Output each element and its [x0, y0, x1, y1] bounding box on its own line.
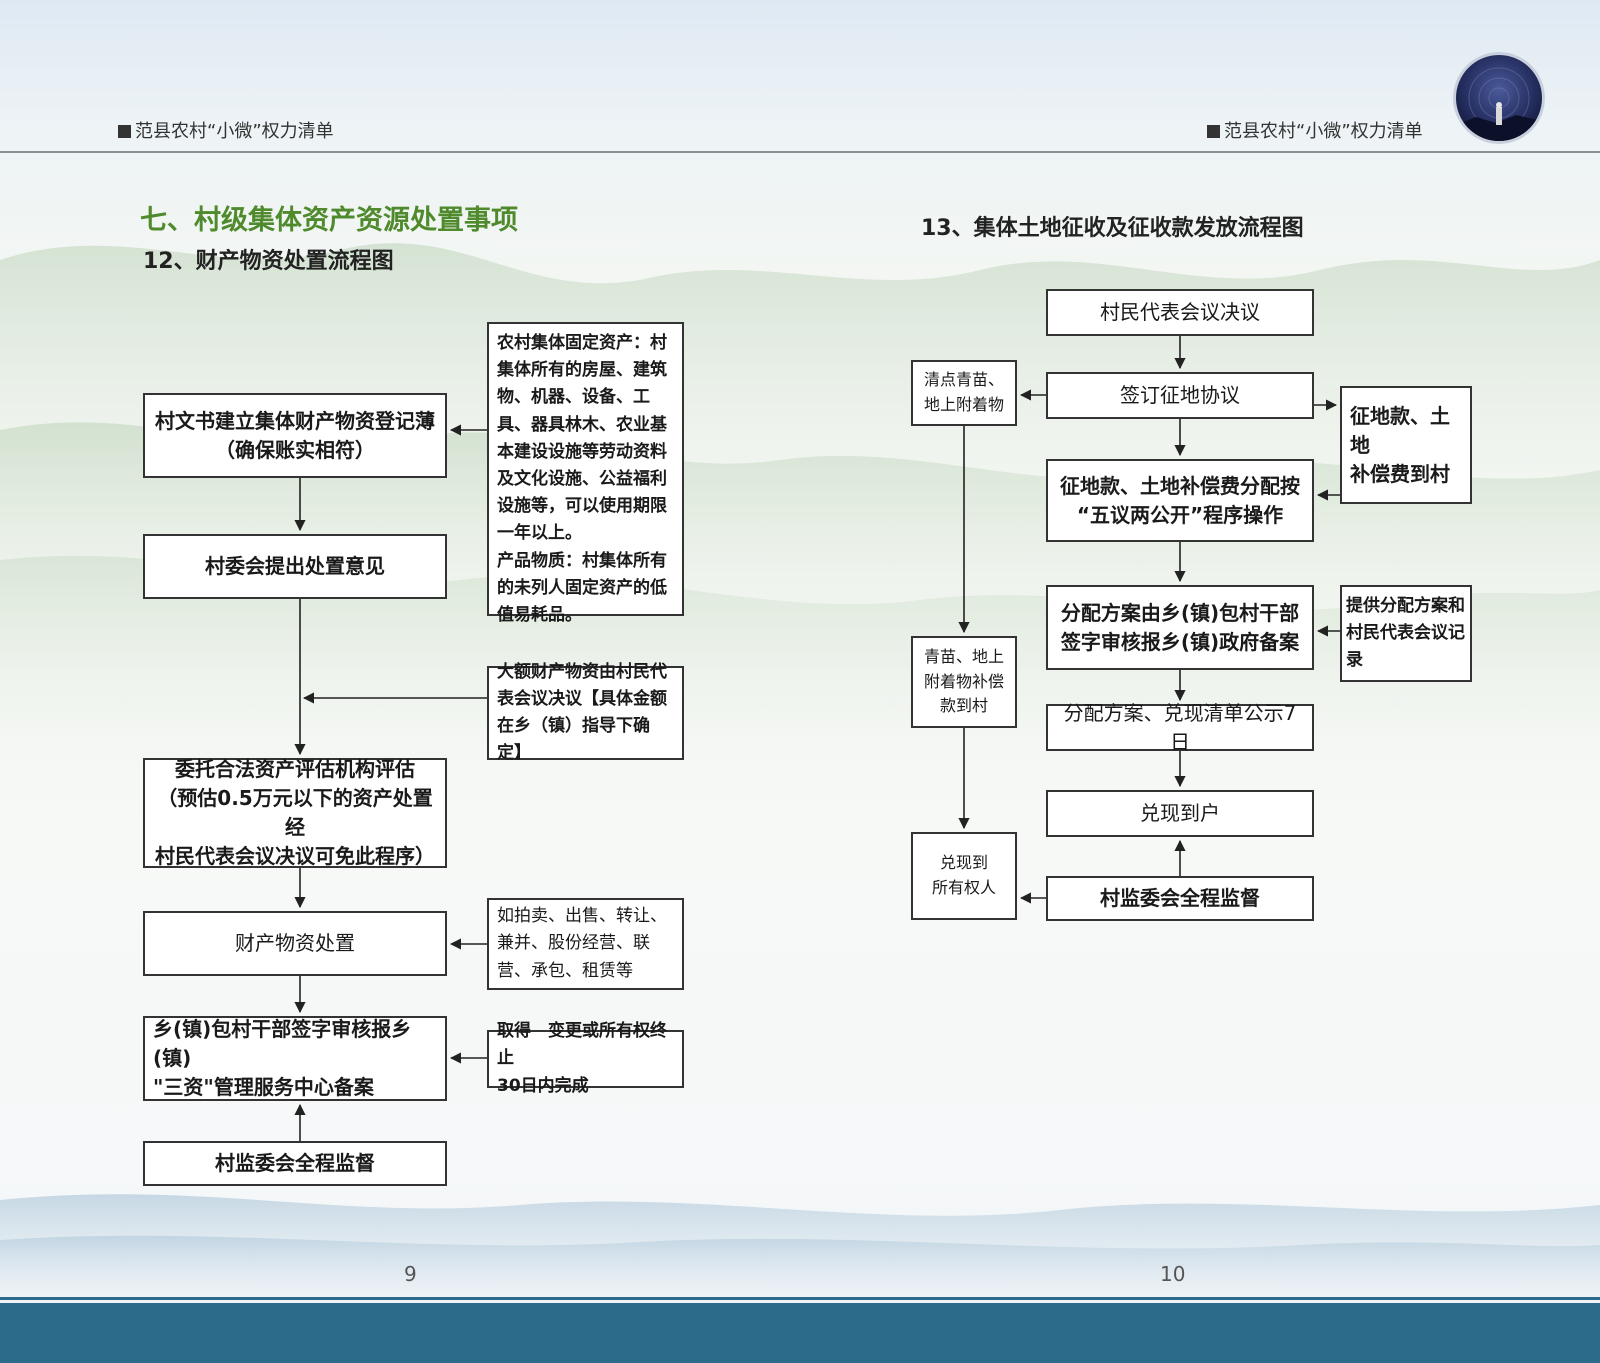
box-fund: 征地款、土地 补偿费到村 [1340, 386, 1472, 504]
box-supervise-left-text: 村监委会全程监督 [215, 1151, 375, 1175]
note-deadline: 取得 变更或所有权终止 30日内完成 [487, 1021, 684, 1096]
box-count: 清点青苗、 地上附着物 [911, 360, 1017, 426]
note-large: 大额财产物资由村民代表会议决议【具体金额在乡（镇）指导下确定】 [487, 662, 684, 763]
flow-title-12: 12、财产物资处置流程图 [143, 249, 394, 274]
box-file: 乡(镇)包村干部签字审核报乡(镇) "三资"管理服务中心备案 [143, 1016, 447, 1101]
box-cash-text: 兑现到户 [1140, 801, 1220, 825]
box-plan: 分配方案由乡(镇)包村干部 签字审核报乡(镇)政府备案 [1046, 585, 1314, 670]
header-left-text: 范县农村“小微”权力清单 [135, 121, 334, 142]
section-title: 七、村级集体资产资源处置事项 [140, 205, 518, 236]
box-evaluate: 委托合法资产评估机构评估 （预估0.5万元以下的资产处置经 村民代表会议决议可免… [143, 757, 447, 868]
note-large-text: 大额财产物资由村民代表会议决议【具体金额在乡（镇）指导下确定】 [497, 661, 667, 764]
box-publicize: 分配方案、兑现清单公示7日 [1046, 701, 1314, 754]
note-deadline-text: 取得 变更或所有权终止 30日内完成 [497, 1021, 667, 1096]
box-allocate-text: 征地款、土地补偿费分配按 “五议两公开”程序操作 [1060, 473, 1300, 527]
box-register-text: 村文书建立集体财产物资登记薄 （确保账实相符） [155, 408, 435, 462]
box-sign: 签订征地协议 [1046, 372, 1314, 419]
box-file-text: 乡(镇)包村干部签字审核报乡(镇) "三资"管理服务中心备案 [153, 1017, 412, 1099]
box-supervise-right-text: 村监委会全程监督 [1100, 886, 1260, 910]
box-crops-comp: 青苗、地上 附着物补偿 款到村 [911, 636, 1017, 728]
box-dispose-text: 财产物资处置 [235, 931, 355, 955]
header-right-title: 范县农村“小微”权力清单 [1207, 117, 1423, 143]
page-number-left: 9 [404, 1262, 417, 1286]
square-bullet-icon [1207, 125, 1220, 138]
header-left-title: 范县农村“小微”权力清单 [118, 117, 334, 143]
box-owners: 兑现到 所有权人 [911, 832, 1017, 920]
box-evaluate-text: 委托合法资产评估机构评估 （预估0.5万元以下的资产处置经 村民代表会议决议可免… [155, 757, 435, 868]
box-propose: 村委会提出处置意见 [143, 534, 447, 599]
box-supervise-right: 村监委会全程监督 [1046, 876, 1314, 921]
footer-band [0, 1303, 1600, 1363]
box-provide: 提供分配方案和村民代表会议记录 [1340, 585, 1472, 682]
night-sky-emblem-icon [1453, 52, 1545, 144]
box-fund-text: 征地款、土地 补偿费到村 [1350, 403, 1450, 486]
footer-line [0, 1297, 1600, 1300]
note-methods: 如拍卖、出售、转让、兼并、股份经营、联营、承包、租赁等 [487, 898, 684, 990]
box-sign-text: 签订征地协议 [1120, 383, 1240, 407]
box-supervise-left: 村监委会全程监督 [143, 1141, 447, 1186]
note-assets-text: 农村集体固定资产：村集体所有的房屋、建筑物、机器、设备、工具、器具林木、农业基本… [497, 333, 667, 625]
box-count-text: 清点青苗、 地上附着物 [923, 370, 1004, 414]
box-cash: 兑现到户 [1046, 790, 1314, 837]
box-crops-comp-text: 青苗、地上 附着物补偿 款到村 [923, 646, 1004, 716]
box-publicize-text: 分配方案、兑现清单公示7日 [1063, 700, 1297, 754]
page-number-right: 10 [1160, 1262, 1186, 1286]
note-assets: 农村集体固定资产：村集体所有的房屋、建筑物、机器、设备、工具、器具林木、农业基本… [487, 322, 684, 625]
box-resolution-text: 村民代表会议决议 [1100, 300, 1260, 324]
box-allocate: 征地款、土地补偿费分配按 “五议两公开”程序操作 [1046, 459, 1314, 542]
header-right-text: 范县农村“小微”权力清单 [1224, 121, 1423, 142]
box-register: 村文书建立集体财产物资登记薄 （确保账实相符） [143, 393, 447, 478]
box-dispose: 财产物资处置 [143, 911, 447, 976]
header-divider [0, 151, 1600, 153]
box-propose-text: 村委会提出处置意见 [205, 554, 385, 578]
box-resolution: 村民代表会议决议 [1046, 289, 1314, 336]
note-methods-text: 如拍卖、出售、转让、兼并、股份经营、联营、承包、租赁等 [497, 906, 667, 981]
square-bullet-icon [118, 125, 131, 138]
box-owners-text: 兑现到 所有权人 [931, 853, 996, 897]
flow-title-13: 13、集体土地征收及征收款发放流程图 [921, 216, 1304, 241]
box-provide-text: 提供分配方案和村民代表会议记录 [1346, 596, 1465, 671]
box-plan-text: 分配方案由乡(镇)包村干部 签字审核报乡(镇)政府备案 [1060, 600, 1300, 654]
